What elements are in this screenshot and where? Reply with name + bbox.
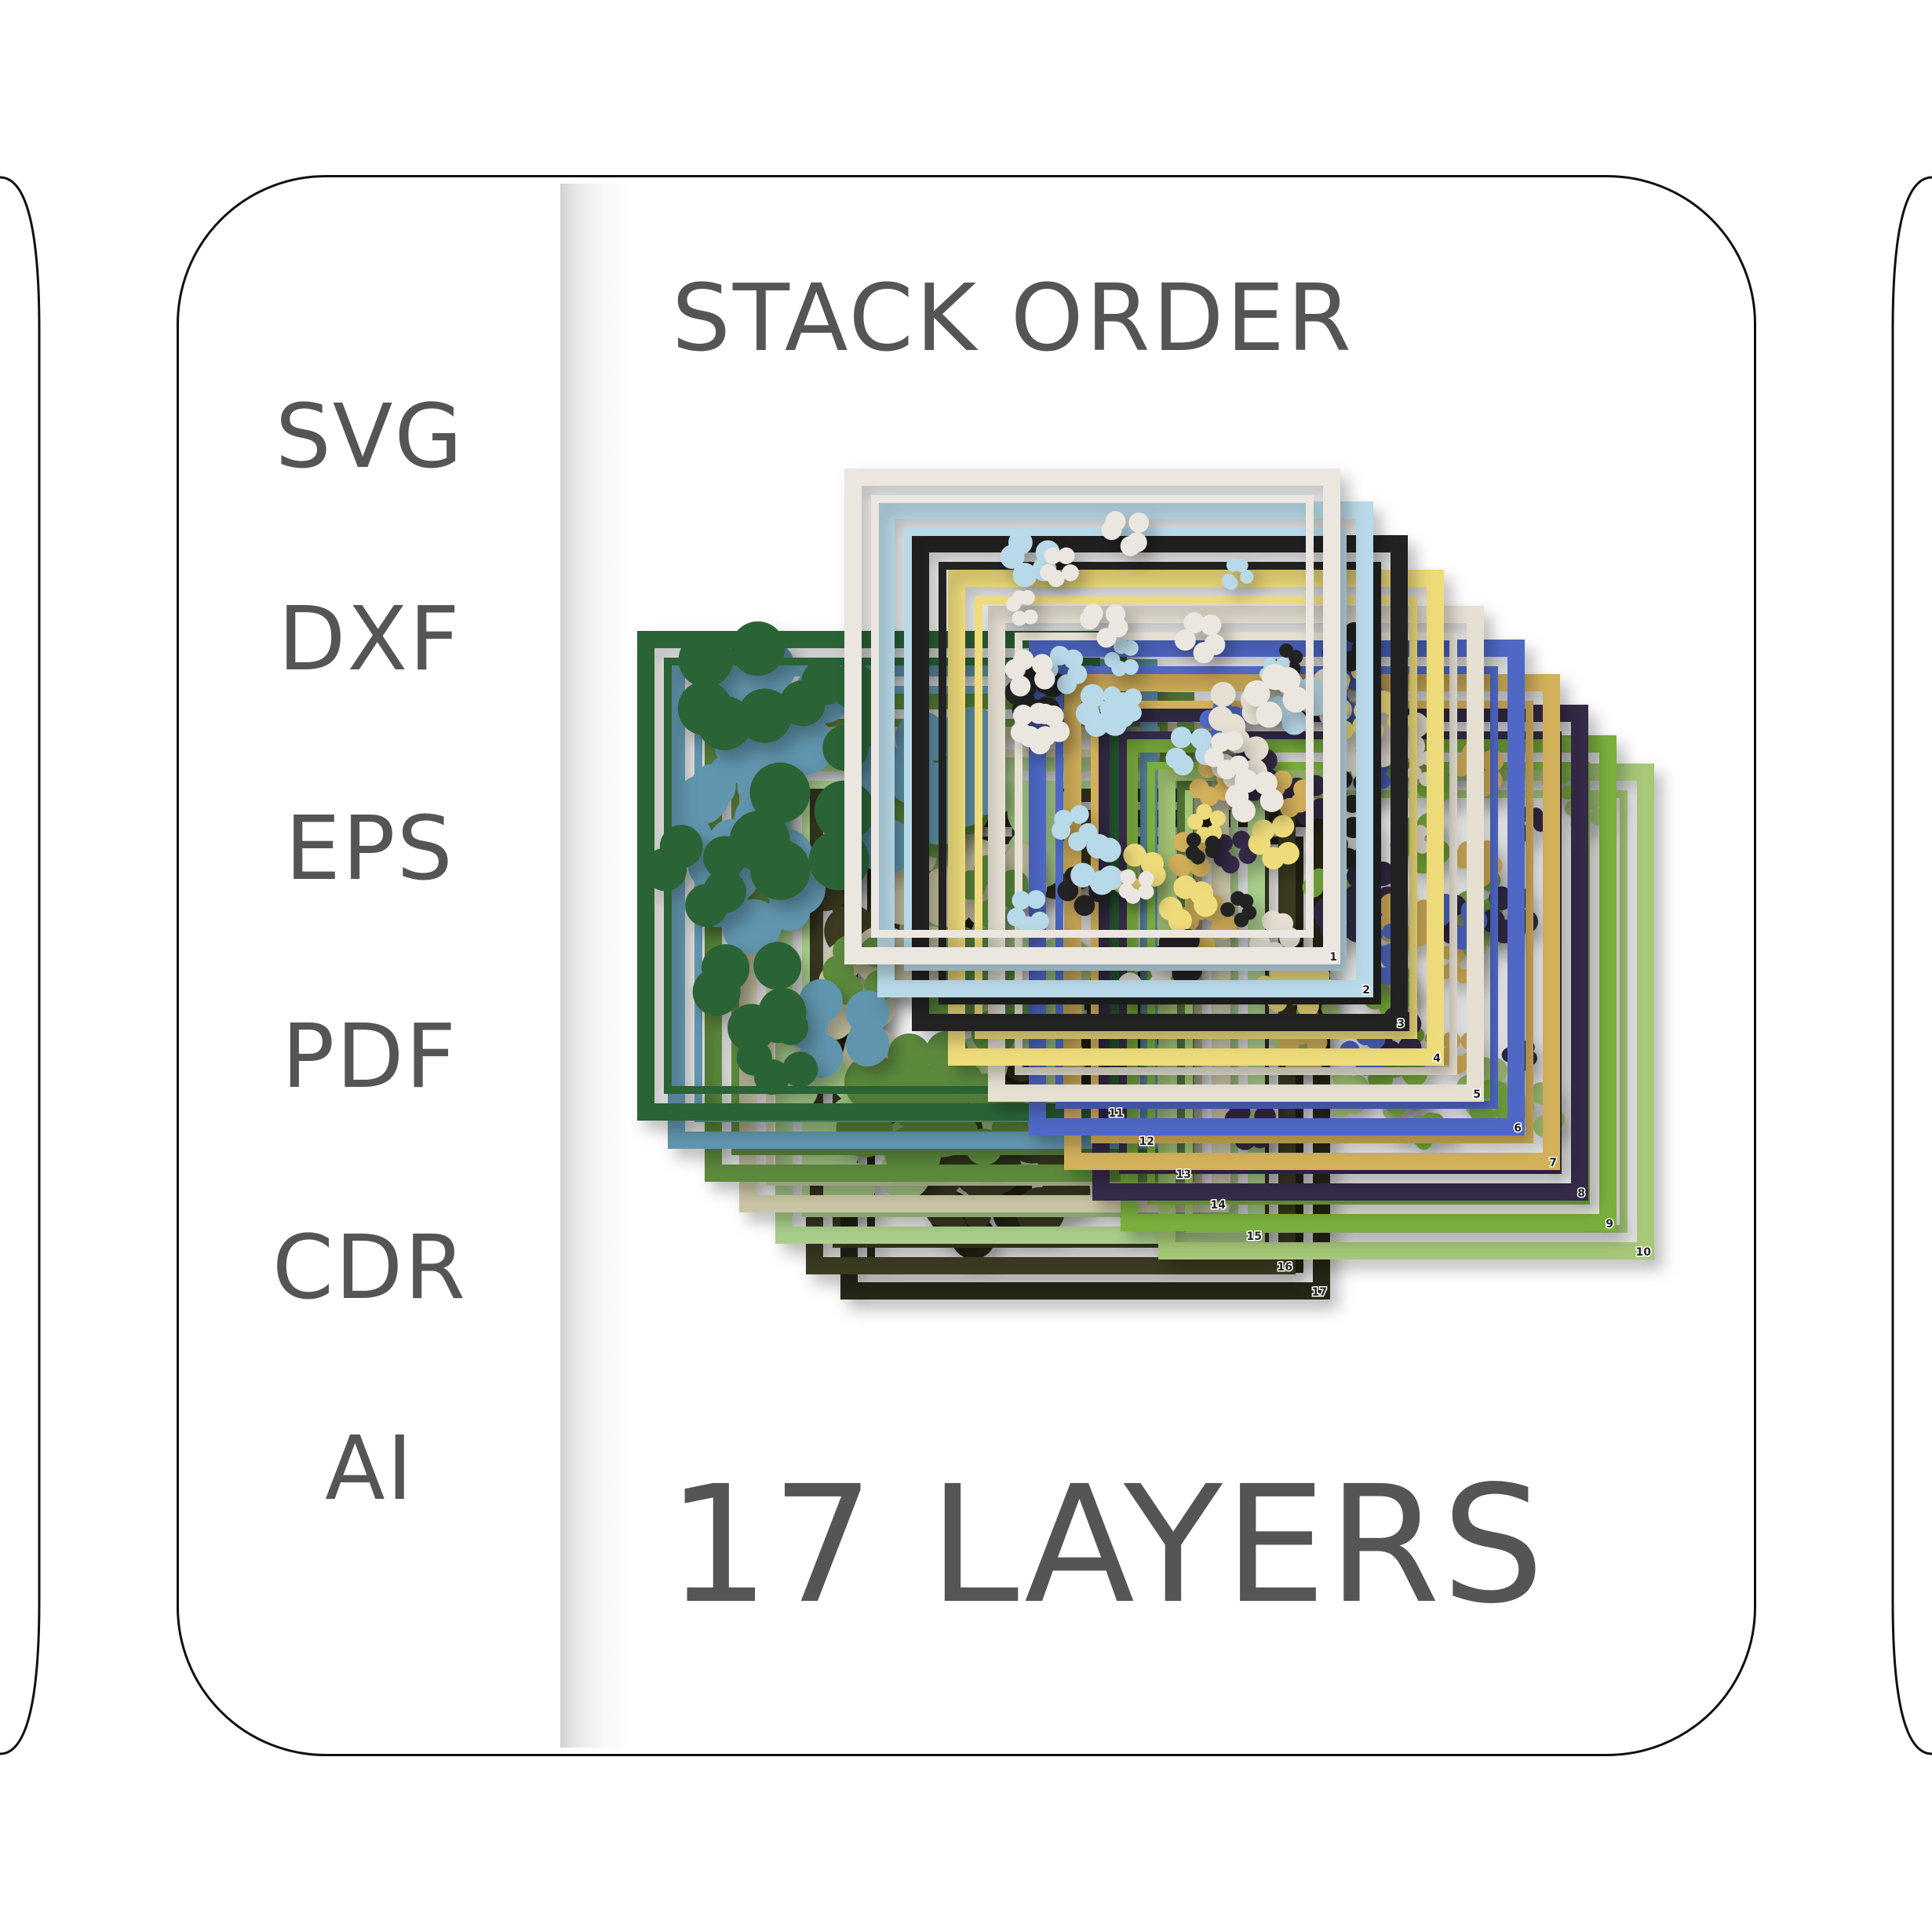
format-dxf: DXF bbox=[278, 589, 461, 691]
layer-number: 6 bbox=[1514, 1122, 1522, 1135]
layer-number: 5 bbox=[1473, 1088, 1481, 1101]
next-card bbox=[1891, 176, 1932, 1755]
layer-frame-1 bbox=[844, 468, 1340, 964]
layer-number: 9 bbox=[1606, 1218, 1613, 1230]
layer-count-label: 17 LAYERS bbox=[667, 1451, 1546, 1639]
format-cdr: CDR bbox=[272, 1217, 468, 1319]
format-eps: EPS bbox=[285, 798, 454, 900]
layer-number: 13 bbox=[1176, 1168, 1191, 1181]
format-svg: SVG bbox=[275, 386, 465, 488]
layer-number: 4 bbox=[1433, 1052, 1441, 1065]
layer-number: 10 bbox=[1636, 1246, 1652, 1259]
layer-number: 3 bbox=[1397, 1018, 1405, 1030]
format-ai: AI bbox=[325, 1418, 414, 1520]
layer-number: 14 bbox=[1211, 1199, 1227, 1212]
layer-number: 15 bbox=[1247, 1230, 1262, 1243]
spine-shadow bbox=[560, 184, 631, 1748]
layer-number: 12 bbox=[1139, 1136, 1154, 1148]
layer-number: 11 bbox=[1109, 1107, 1124, 1120]
layer-number: 1 bbox=[1329, 951, 1337, 964]
layer-number: 16 bbox=[1278, 1261, 1292, 1274]
page-title: STACK ORDER bbox=[672, 264, 1354, 372]
previous-card bbox=[0, 176, 41, 1755]
layer-number: 2 bbox=[1362, 984, 1370, 997]
layer-number: 7 bbox=[1549, 1157, 1557, 1169]
layer-number: 8 bbox=[1577, 1187, 1585, 1200]
format-pdf: PDF bbox=[281, 1006, 458, 1108]
layer-number: 17 bbox=[1312, 1286, 1327, 1299]
